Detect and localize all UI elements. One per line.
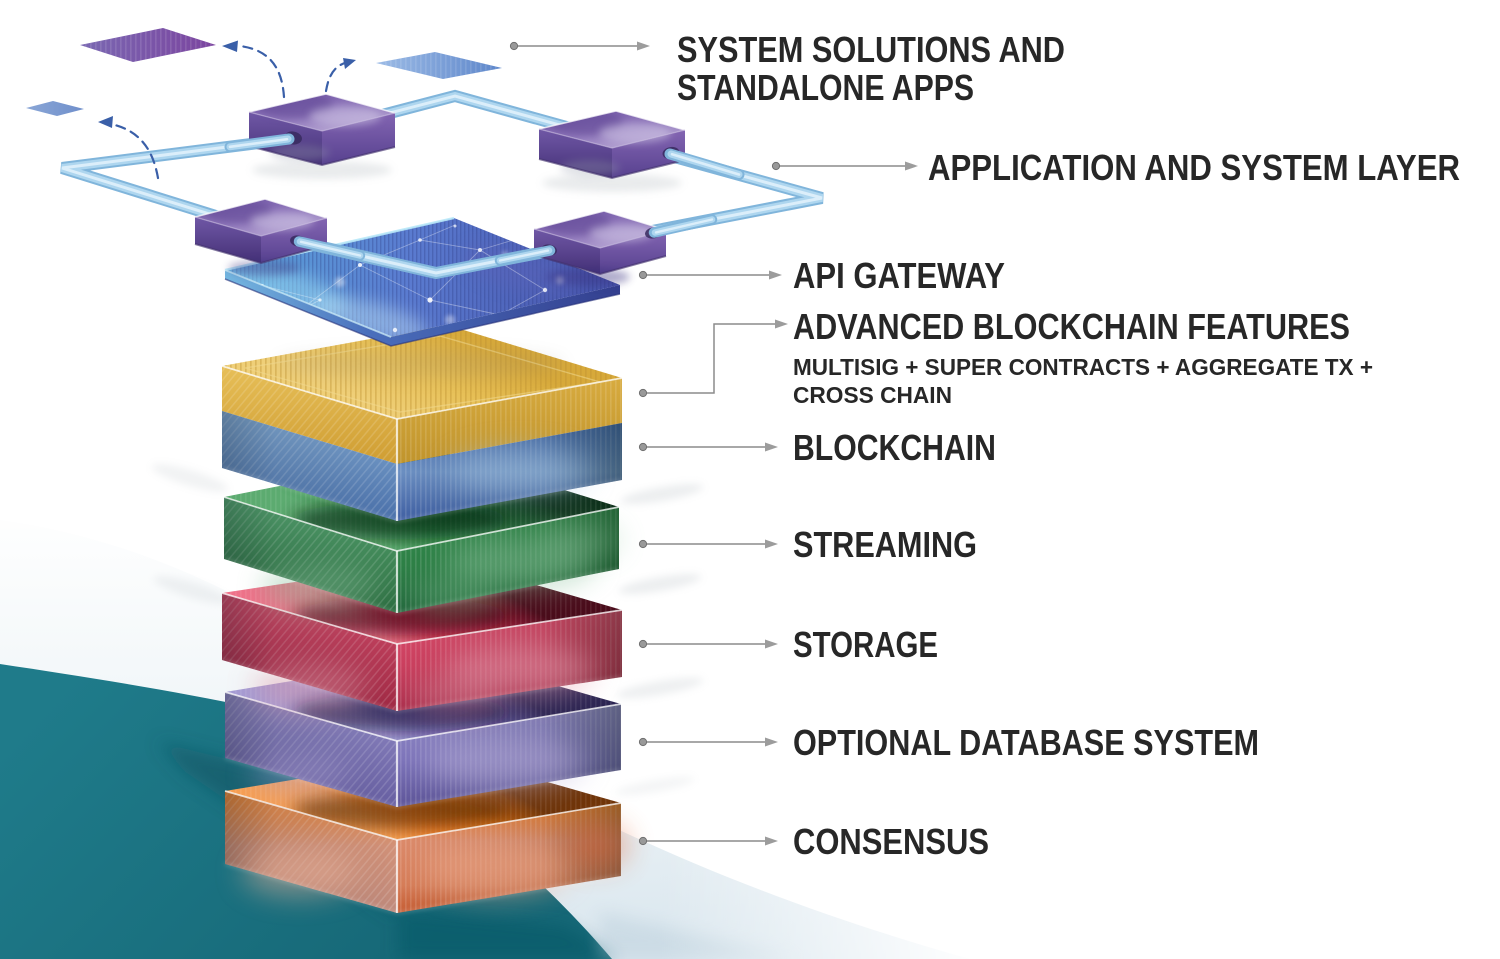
svg-text:STANDALONE APPS: STANDALONE APPS: [677, 67, 974, 108]
svg-text:BLOCKCHAIN: BLOCKCHAIN: [793, 427, 996, 468]
svg-text:MULTISIG + SUPER CONTRACTS + A: MULTISIG + SUPER CONTRACTS + AGGREGATE T…: [793, 354, 1373, 380]
svg-text:STORAGE: STORAGE: [793, 624, 938, 665]
svg-text:STREAMING: STREAMING: [793, 524, 977, 565]
svg-text:CONSENSUS: CONSENSUS: [793, 821, 989, 862]
svg-text:API GATEWAY: API GATEWAY: [793, 255, 1005, 296]
svg-text:OPTIONAL DATABASE SYSTEM: OPTIONAL DATABASE SYSTEM: [793, 722, 1259, 763]
svg-text:SYSTEM SOLUTIONS AND: SYSTEM SOLUTIONS AND: [677, 29, 1065, 70]
svg-text:APPLICATION AND SYSTEM LAYER: APPLICATION AND SYSTEM LAYER: [928, 147, 1460, 188]
svg-text:CROSS CHAIN: CROSS CHAIN: [793, 382, 952, 408]
svg-text:ADVANCED BLOCKCHAIN FEATURES: ADVANCED BLOCKCHAIN FEATURES: [793, 306, 1350, 347]
